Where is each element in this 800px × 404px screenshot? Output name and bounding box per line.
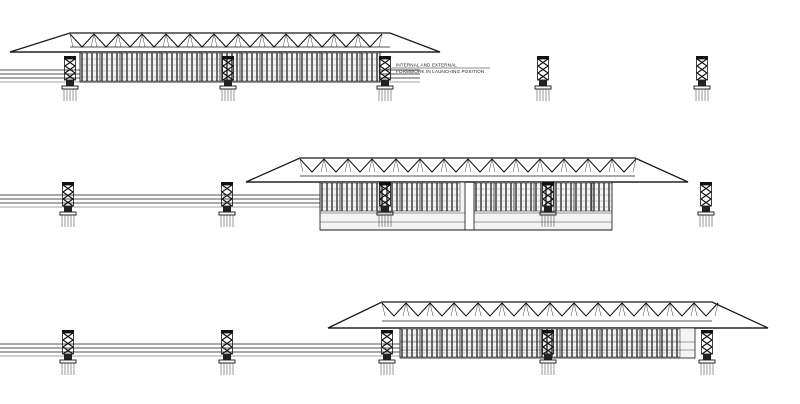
stage-3-deck: [0, 343, 400, 357]
callout-line-1: INTERNAL AND EXTERNAL: [396, 63, 457, 68]
formwork-callout: INTERNAL AND EXTERNAL FORMWORK IN LAUNCH…: [385, 63, 490, 74]
callout-line-2: FORMWORK IN LAUNCHING POSITION: [396, 69, 484, 74]
stage-2-diagram: [0, 157, 715, 231]
stage-3-diagram: [0, 301, 769, 376]
stage-3-truss: [327, 301, 769, 329]
stage-2-formwork: [319, 181, 613, 231]
stage-2-truss: [245, 157, 689, 183]
stage-1-truss: [9, 32, 441, 53]
stage-2-deck: [0, 194, 320, 208]
stage-1-diagram: INTERNAL AND EXTERNAL FORMWORK IN LAUNCH…: [0, 32, 711, 102]
